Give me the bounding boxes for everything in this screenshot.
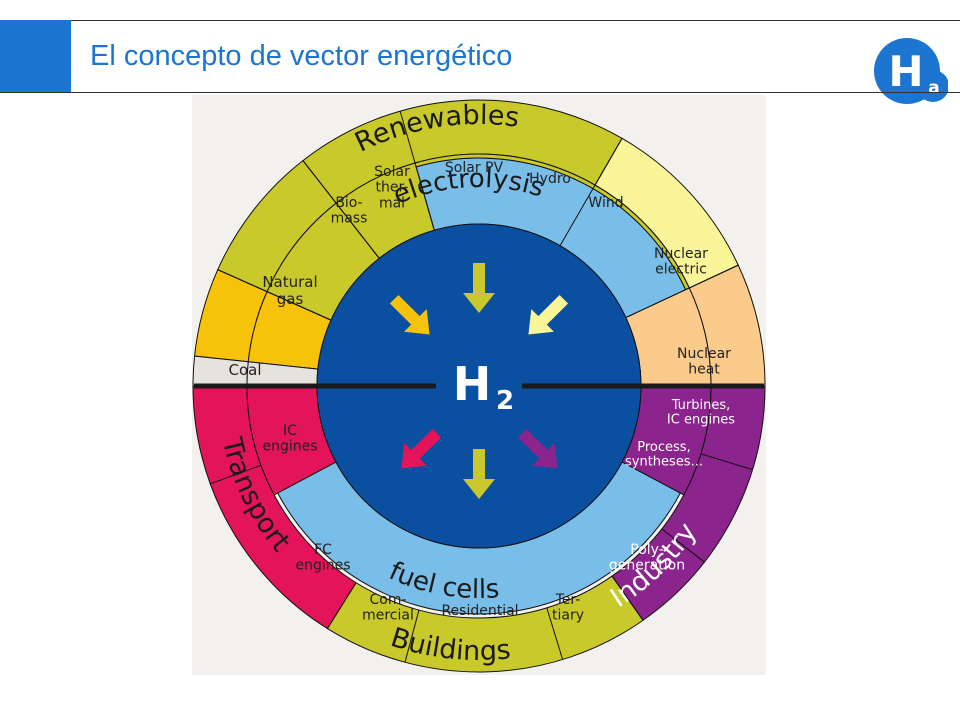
industry-sector	[611, 385, 766, 621]
commercial-divider	[404, 609, 420, 663]
logo-subscript: a	[928, 78, 939, 98]
header-bottom-rule	[0, 92, 960, 93]
commercial-label: Com-mercial	[362, 592, 414, 624]
transport-buildings-divider	[327, 582, 357, 629]
arrow-to-transport	[401, 428, 442, 469]
tertiary-label: Ter-tiary	[552, 592, 584, 624]
page-title: El concepto de vector energético	[90, 40, 513, 72]
arrow-from-nuclear	[528, 294, 569, 335]
solar-thermal-divider	[399, 110, 435, 231]
header-top-rule	[0, 20, 960, 21]
arrow-to-buildings	[463, 449, 495, 499]
solar-pv-label: Solar PV	[445, 160, 504, 176]
arrow-from-nuclear-shape	[528, 294, 569, 335]
logo-small-circle	[917, 70, 949, 102]
arrow-to-industry-shape	[517, 428, 558, 469]
poly-divider	[661, 528, 705, 563]
ha-logo: H a	[873, 37, 949, 105]
biomass-label: Bio-mass	[331, 195, 368, 227]
coal-label: Coal	[228, 361, 261, 379]
header-accent-block	[0, 20, 71, 93]
arrow-to-transport-shape	[401, 428, 442, 469]
h2-label-backdrop	[436, 357, 522, 413]
nuclear-divider	[625, 264, 739, 318]
arrow-from-renewables	[463, 263, 495, 313]
ic-fc-divider	[210, 464, 262, 485]
wind-label: Wind	[588, 195, 623, 211]
arrow-from-gas	[389, 294, 430, 335]
h2-subscript: 2	[496, 386, 514, 416]
arrow-to-buildings-shape	[463, 449, 495, 499]
biomass-divider	[302, 160, 380, 259]
gas-divider	[217, 269, 332, 321]
wind-divider	[559, 138, 623, 246]
process-label: Process,syntheses...	[625, 440, 703, 470]
h2-symbol: H	[453, 357, 492, 411]
turbines-label: Turbines,IC engines	[667, 398, 735, 428]
residential-divider	[546, 607, 564, 660]
polygeneration-label: Poly-generation	[609, 542, 685, 574]
hydro-label: Hydro	[529, 171, 571, 187]
slide-header: El concepto de vector energético H a	[0, 20, 960, 104]
buildings-industry-divider	[611, 575, 644, 621]
logo-letter: H	[888, 47, 923, 96]
arrow-to-industry	[517, 428, 558, 469]
process-divider	[700, 453, 753, 471]
residential-label: Residential	[441, 603, 518, 619]
arrow-from-gas-shape	[389, 294, 430, 335]
arrow-from-renewables-shape	[463, 263, 495, 313]
